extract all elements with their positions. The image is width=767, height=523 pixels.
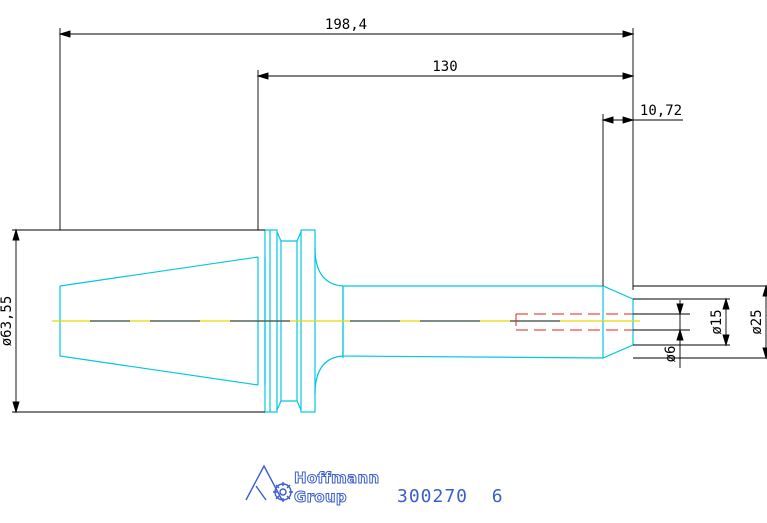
v-flange-groove <box>276 231 302 411</box>
dim-bore-diameter: ø6 <box>663 346 679 363</box>
neck-fillet-bottom <box>314 355 344 395</box>
dim-shank-diameter: ø25 <box>749 309 765 334</box>
part-number: 300270 6 <box>397 486 504 507</box>
neck-fillet-top <box>314 247 344 287</box>
logo-word-group: Group <box>294 488 347 506</box>
hidden-bore <box>515 313 633 331</box>
dim-overall-length: 198,4 <box>325 17 367 33</box>
dim-tip-length: 10,72 <box>640 103 682 119</box>
dimension-lines <box>12 28 767 414</box>
hoffmann-group-logo-icon <box>245 464 293 502</box>
dim-step-diameter: ø15 <box>709 309 725 334</box>
dim-flange-diameter: ø63,55 <box>0 296 15 347</box>
logo-word-hoffmann: Hoffmann <box>294 469 379 487</box>
shank-body <box>342 285 634 359</box>
dim-gauge-length: 130 <box>432 59 457 75</box>
